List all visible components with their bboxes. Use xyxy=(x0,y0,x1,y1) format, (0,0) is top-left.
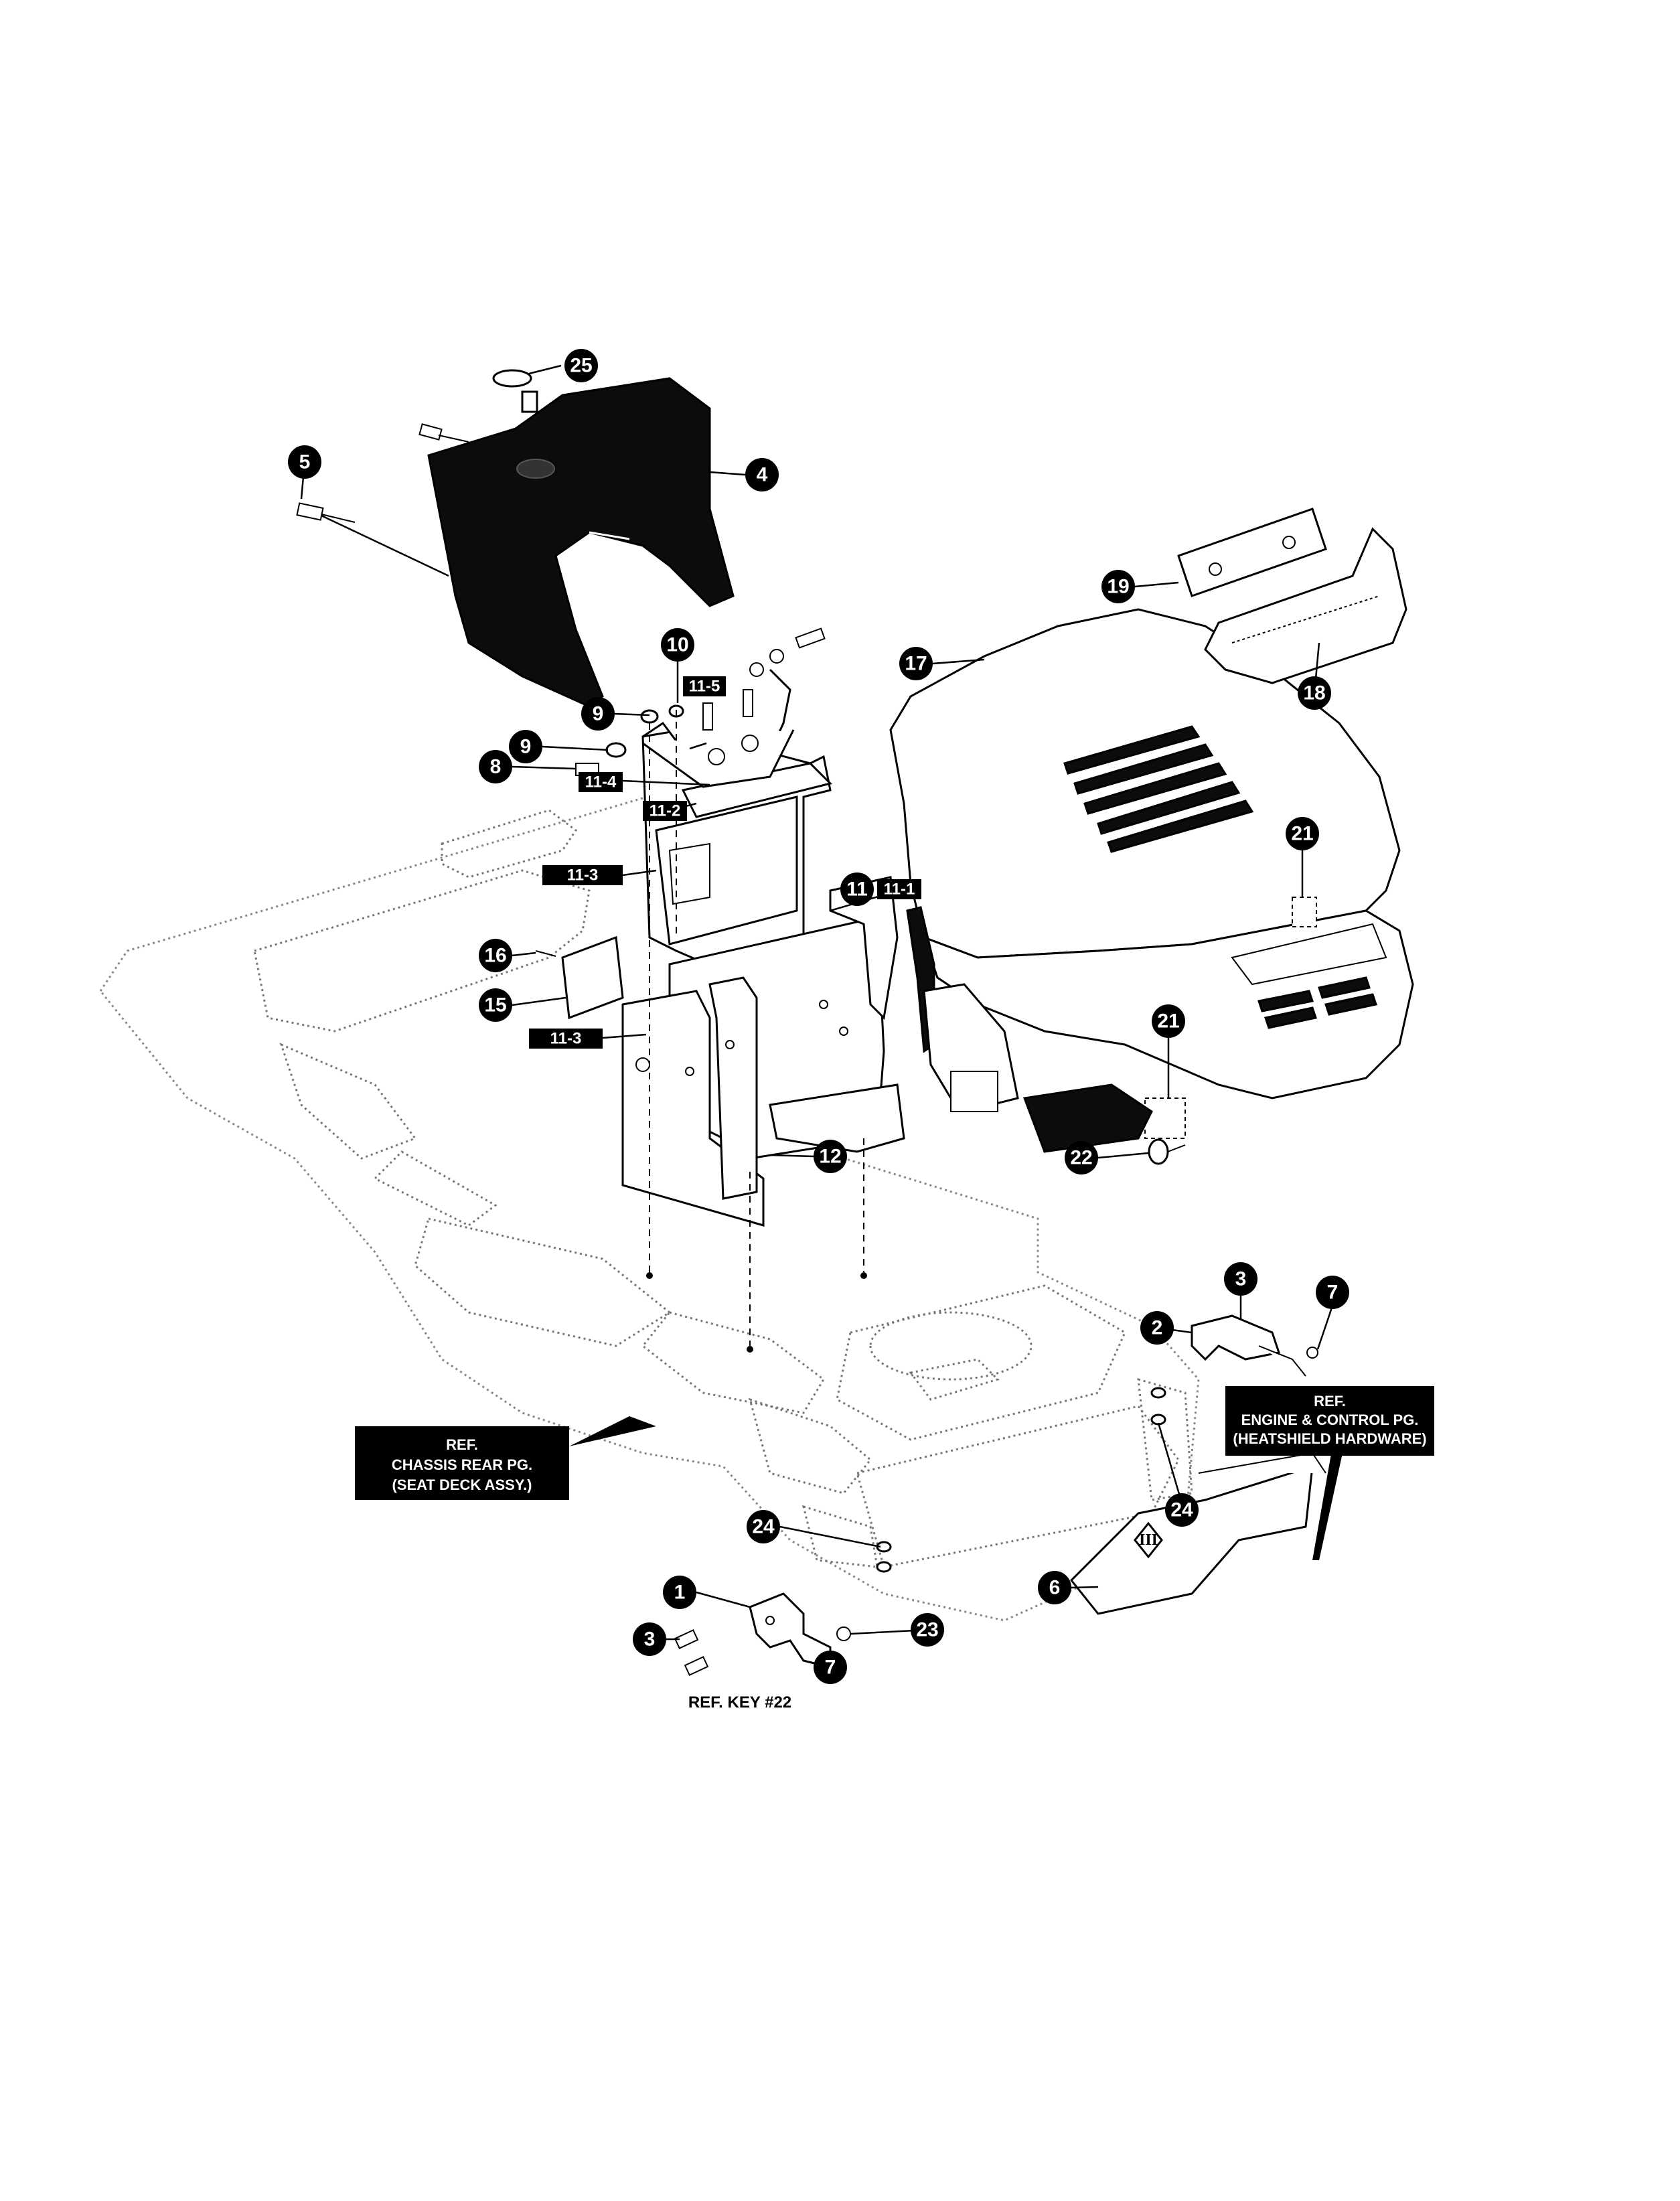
svg-text:16: 16 xyxy=(484,945,506,967)
svg-text:11-2: 11-2 xyxy=(650,802,681,820)
svg-text:5: 5 xyxy=(299,451,311,473)
part-4-shroud xyxy=(427,377,735,708)
ref-box-engine: REF. ENGINE & CONTROL PG. (HEATSHIELD HA… xyxy=(1225,1386,1434,1456)
callout-7-left: 7 xyxy=(814,1651,847,1684)
svg-text:7: 7 xyxy=(1327,1282,1339,1304)
svg-text:21: 21 xyxy=(1291,823,1313,845)
callout-25: 25 xyxy=(564,349,598,382)
svg-text:9: 9 xyxy=(593,703,604,725)
callout-1: 1 xyxy=(663,1576,696,1609)
roman-three-label: III xyxy=(1139,1531,1158,1549)
callout-23: 23 xyxy=(911,1613,944,1647)
callout-21-lower: 21 xyxy=(1152,1004,1185,1038)
svg-text:(HEATSHIELD HARDWARE): (HEATSHIELD HARDWARE) xyxy=(1233,1430,1426,1447)
part-2-bracket xyxy=(1191,1314,1318,1377)
sub-callout-11-2: 11-2 xyxy=(643,801,687,821)
svg-text:8: 8 xyxy=(490,756,502,778)
sub-callout-11-4: 11-4 xyxy=(579,772,623,792)
bracket-assembly xyxy=(621,729,905,1227)
ref-box-chassis: REF. CHASSIS REAR PG. (SEAT DECK ASSY.) xyxy=(355,1426,569,1500)
svg-text:19: 19 xyxy=(1107,576,1129,598)
svg-text:11-5: 11-5 xyxy=(689,678,720,696)
svg-text:CHASSIS REAR PG.: CHASSIS REAR PG. xyxy=(392,1456,532,1473)
sub-callout-11-3-lower: 11-3 xyxy=(529,1029,603,1049)
svg-text:1: 1 xyxy=(674,1582,686,1604)
callout-3-right: 3 xyxy=(1224,1262,1257,1296)
svg-text:11-1: 11-1 xyxy=(884,881,915,899)
part-18-lens xyxy=(1204,527,1407,684)
callout-17: 17 xyxy=(899,647,933,680)
callout-7-right: 7 xyxy=(1316,1276,1349,1309)
svg-text:11-3: 11-3 xyxy=(567,866,599,885)
callout-12: 12 xyxy=(814,1140,847,1173)
callout-21-upper: 21 xyxy=(1286,817,1319,850)
engine-area xyxy=(906,906,1153,1153)
callout-9-upper: 9 xyxy=(581,697,615,731)
svg-text:24: 24 xyxy=(752,1516,775,1538)
callout-5: 5 xyxy=(288,445,321,479)
sub-callout-11-3-upper: 11-3 xyxy=(542,865,623,885)
sub-callout-11-1: 11-1 xyxy=(877,879,921,899)
callout-9-lower: 9 xyxy=(509,730,542,763)
svg-text:9: 9 xyxy=(520,736,532,758)
svg-text:6: 6 xyxy=(1049,1577,1061,1599)
callout-19: 19 xyxy=(1101,570,1135,603)
svg-text:REF. KEY #22: REF. KEY #22 xyxy=(688,1693,791,1712)
svg-text:REF.: REF. xyxy=(1314,1393,1346,1410)
callout-11: 11 xyxy=(840,872,874,906)
callout-22: 22 xyxy=(1065,1141,1098,1174)
svg-text:7: 7 xyxy=(825,1657,836,1679)
part-25-knob xyxy=(492,369,538,413)
svg-text:3: 3 xyxy=(644,1628,656,1651)
sub-callout-11-5: 11-5 xyxy=(683,676,726,696)
svg-text:25: 25 xyxy=(570,355,592,377)
svg-text:4: 4 xyxy=(757,464,768,486)
svg-text:2: 2 xyxy=(1152,1317,1163,1339)
callout-2: 2 xyxy=(1140,1311,1174,1345)
callout-10: 10 xyxy=(661,628,694,662)
rod-assembly xyxy=(642,627,826,788)
svg-text:11-3: 11-3 xyxy=(550,1030,582,1048)
svg-text:22: 22 xyxy=(1070,1147,1092,1169)
svg-text:(SEAT DECK ASSY.): (SEAT DECK ASSY.) xyxy=(392,1476,532,1493)
svg-text:10: 10 xyxy=(666,634,688,656)
hood-vents xyxy=(1063,725,1377,1029)
svg-text:ENGINE & CONTROL PG.: ENGINE & CONTROL PG. xyxy=(1241,1412,1419,1428)
svg-text:11: 11 xyxy=(846,879,868,901)
part-5-bolt xyxy=(296,502,356,523)
callout-3-left: 3 xyxy=(633,1622,666,1656)
part-22-bolt xyxy=(1148,1138,1186,1165)
svg-text:12: 12 xyxy=(819,1146,841,1168)
callout-8: 8 xyxy=(479,750,512,783)
svg-text:18: 18 xyxy=(1303,682,1325,704)
svg-text:21: 21 xyxy=(1157,1010,1179,1033)
svg-text:23: 23 xyxy=(916,1619,938,1641)
callout-15: 15 xyxy=(479,988,512,1022)
part-15-plate xyxy=(535,935,624,1020)
svg-text:17: 17 xyxy=(905,653,927,675)
callout-24-right: 24 xyxy=(1165,1493,1199,1527)
callout-4: 4 xyxy=(745,458,779,491)
callout-24-left: 24 xyxy=(747,1510,780,1543)
svg-text:3: 3 xyxy=(1235,1268,1247,1290)
callout-16: 16 xyxy=(479,939,512,972)
revision-diamond: III xyxy=(1134,1521,1163,1559)
svg-text:11-4: 11-4 xyxy=(585,773,617,791)
svg-text:15: 15 xyxy=(484,994,506,1016)
part-19-insert xyxy=(1177,508,1327,597)
ref-key-22-label: REF. KEY #22 xyxy=(688,1693,791,1712)
svg-text:24: 24 xyxy=(1170,1499,1193,1521)
callout-18: 18 xyxy=(1298,676,1331,710)
callout-6: 6 xyxy=(1038,1571,1071,1604)
shroud-top-bolt xyxy=(418,423,469,443)
alignment-lines xyxy=(646,710,867,1353)
svg-text:REF.: REF. xyxy=(446,1436,478,1453)
